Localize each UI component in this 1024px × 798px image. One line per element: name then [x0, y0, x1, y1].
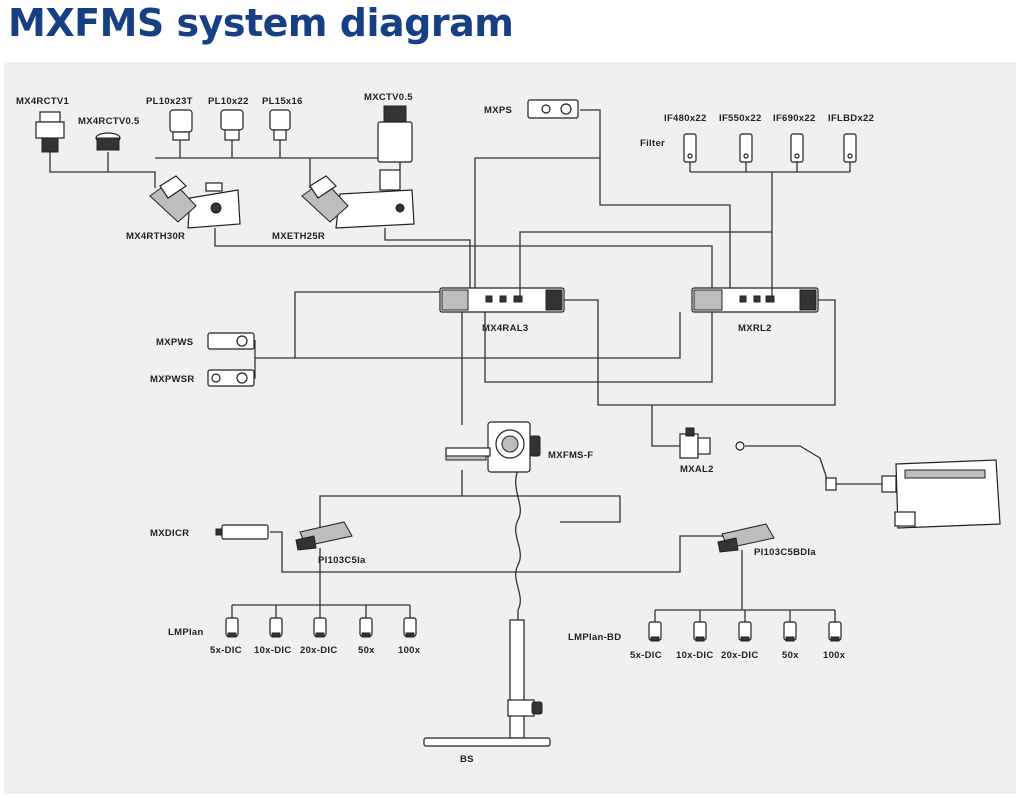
- mxpws-switch: [207, 332, 255, 350]
- mx4rth30r-head: [149, 175, 241, 229]
- objective-label: 50x: [358, 645, 375, 656]
- labels: MX4RCTV1 MX4RCTV0.5 PL10x23T PL10x22 PL1…: [16, 92, 874, 765]
- label-mx4ral3: MX4RAL3: [482, 323, 528, 334]
- label-pl15x16: PL15x16: [262, 96, 303, 107]
- label-mx4rth30r: MX4RTH30R: [126, 231, 185, 242]
- objective-label: 10x-DIC: [676, 650, 713, 661]
- nosepiece-pi103c5ia: [295, 521, 353, 551]
- mx4rctv05-adapter: [95, 132, 121, 151]
- label-filter: Filter: [640, 138, 665, 149]
- eyepiece-pl15x16: [269, 109, 291, 141]
- filter-iflbd: [843, 133, 857, 163]
- label-mxps: MXPS: [484, 105, 512, 116]
- objective-label: 20x-DIC: [721, 650, 758, 661]
- label-mxrl2: MXRL2: [738, 323, 772, 334]
- mxps-switch: [527, 99, 579, 119]
- bs-stand: [423, 619, 551, 747]
- label-mxfms-f: MXFMS-F: [548, 450, 593, 461]
- mxal2-adapter: [679, 427, 745, 459]
- label-bs: BS: [460, 754, 474, 765]
- label-mxpwsr: MXPWSR: [150, 374, 195, 385]
- label-mxdicr: MXDICR: [150, 528, 189, 539]
- objectives-left: [225, 617, 417, 638]
- mxfms-f-focus-module: [445, 421, 541, 473]
- mxrl2-illuminator: [691, 278, 819, 313]
- nosepiece-pi103c5bdia: [717, 523, 775, 553]
- page-title: MXFMS system diagram: [8, 1, 514, 45]
- label-mx4rctv05: MX4RCTV0.5: [78, 116, 140, 127]
- label-if550: IF550x22: [719, 113, 762, 124]
- light-source-box: [825, 459, 1001, 529]
- mx4ral3-illuminator: [439, 275, 565, 313]
- objective-label: 10x-DIC: [254, 645, 291, 656]
- connection-lines: [49, 109, 882, 622]
- filter-if690: [790, 133, 804, 163]
- filter-if480: [683, 133, 697, 163]
- objective-label: 50x: [782, 650, 799, 661]
- label-pi103c5bdia: PI103C5BDIa: [754, 547, 816, 558]
- label-pi103c5ia: PI103C5Ia: [318, 555, 366, 566]
- label-lmplan: LMPlan: [168, 627, 204, 638]
- label-iflbd: IFLBDx22: [828, 113, 874, 124]
- label-lmplan-bd: LMPlan-BD: [568, 632, 621, 643]
- mx4rctv1-adapter: [35, 111, 65, 153]
- mxpwsr-switch: [207, 369, 255, 387]
- mxeth25r-head: [301, 169, 415, 229]
- label-pl10x23t: PL10x23T: [146, 96, 193, 107]
- objective-label: 20x-DIC: [300, 645, 337, 656]
- label-mxeth25r: MXETH25R: [272, 231, 325, 242]
- mxdicr-slider: [215, 524, 269, 540]
- filter-if550: [739, 133, 753, 163]
- objective-label: 100x: [823, 650, 846, 661]
- label-if690: IF690x22: [773, 113, 816, 124]
- label-if480: IF480x22: [664, 113, 707, 124]
- objective-label: 100x: [398, 645, 421, 656]
- label-mx4rctv1: MX4RCTV1: [16, 96, 69, 107]
- label-mxpws: MXPWS: [156, 337, 193, 348]
- eyepiece-pl10x22: [220, 109, 244, 141]
- objective-label: 5x-DIC: [630, 650, 662, 661]
- mxctv05-adapter: [377, 105, 413, 163]
- label-mxal2: MXAL2: [680, 464, 714, 475]
- objectives-right: [648, 621, 842, 642]
- objective-label: 5x-DIC: [210, 645, 242, 656]
- label-mxctv05: MXCTV0.5: [364, 92, 413, 103]
- eyepiece-pl10x23t: [169, 109, 193, 141]
- label-pl10x22: PL10x22: [208, 96, 249, 107]
